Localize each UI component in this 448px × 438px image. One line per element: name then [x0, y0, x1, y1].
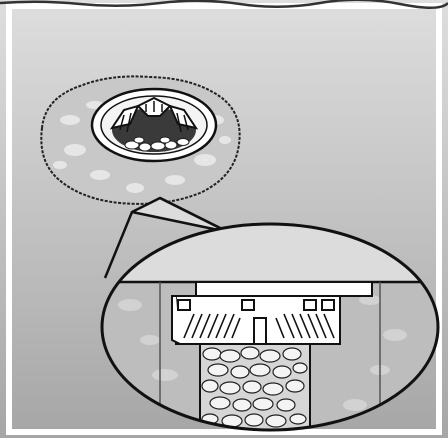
gravel-bed-icon	[200, 344, 310, 432]
drain-center-post	[254, 318, 266, 344]
drain-top-view-icon	[92, 89, 216, 161]
ground-patch-icon	[41, 76, 239, 203]
